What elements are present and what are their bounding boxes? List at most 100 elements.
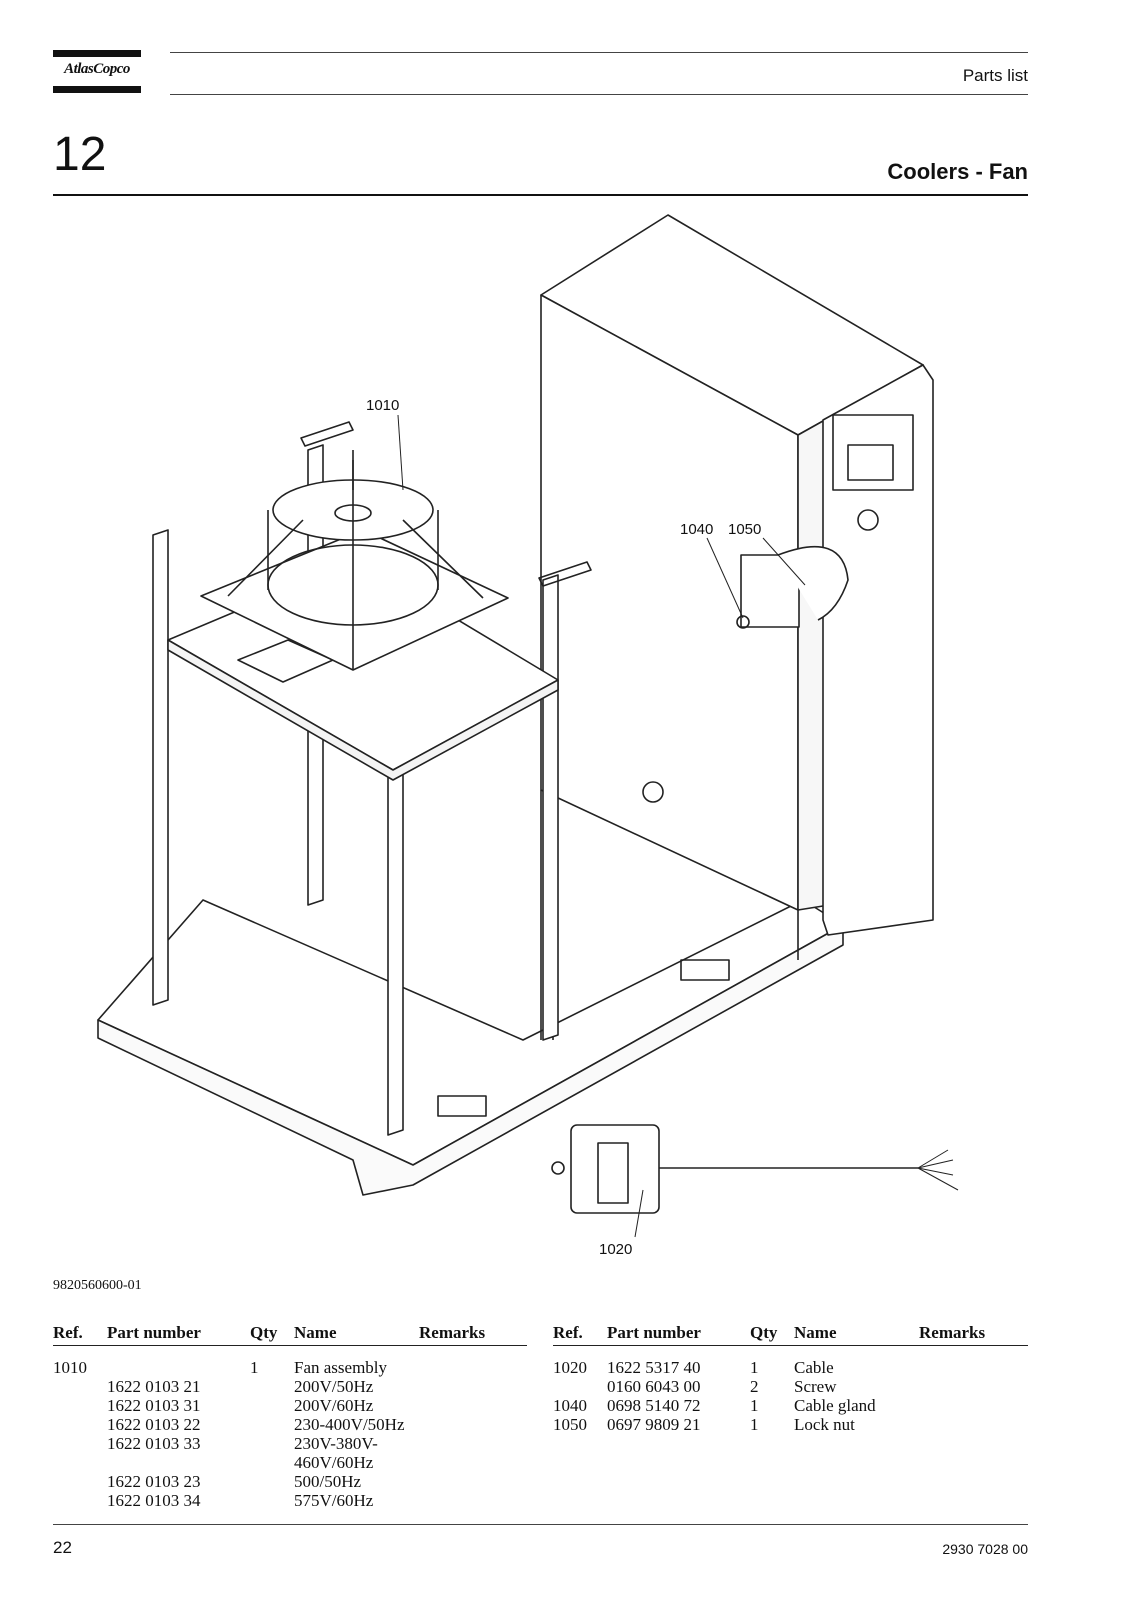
cell-ref <box>53 1472 107 1491</box>
doc-type-label: Parts list <box>962 66 1028 85</box>
cell-part-number: 1622 0103 34 <box>107 1491 201 1510</box>
cell-remarks <box>919 1358 1028 1377</box>
cell-name: Cable <box>794 1358 834 1377</box>
cell-ref: 1040 <box>553 1396 587 1415</box>
footer-rule <box>53 1524 1028 1525</box>
cell-remarks <box>419 1434 527 1472</box>
fan-assembly <box>200 450 509 671</box>
cell-name: Screw <box>794 1377 837 1396</box>
cell-qty <box>250 1434 294 1472</box>
cell-remarks <box>919 1377 1028 1396</box>
table-row: 1020 1622 5317 40 1 Cable <box>553 1358 1028 1377</box>
col-ref: Ref. <box>53 1323 107 1346</box>
junction-box-detail <box>551 1124 959 1214</box>
document-number: 2930 7028 00 <box>942 1541 1028 1557</box>
cell-qty: 1 <box>250 1358 259 1377</box>
logo-top-bar <box>53 50 141 57</box>
logo-wordmark: AtlasCopco <box>64 61 130 77</box>
header-rule-bottom <box>170 94 1028 95</box>
cell-qty <box>250 1377 294 1396</box>
cell-name: 575V/60Hz <box>294 1491 374 1510</box>
callout-1040: 1040 <box>680 521 713 538</box>
cell-name: Lock nut <box>794 1415 855 1434</box>
cell-name: 200V/60Hz <box>294 1396 374 1415</box>
cell-name: 200V/50Hz <box>294 1377 374 1396</box>
cell-qty <box>250 1396 294 1415</box>
col-part-number: Part number <box>107 1323 250 1346</box>
cell-ref: 1020 <box>553 1358 587 1377</box>
table-row: 1622 0103 33 230V-380V-460V/60Hz <box>53 1434 527 1472</box>
table-row: 1040 0698 5140 72 1 Cable gland <box>553 1396 1028 1415</box>
table-spacer-row <box>53 1346 527 1359</box>
col-remarks: Remarks <box>919 1323 1028 1346</box>
cell-remarks <box>419 1472 527 1491</box>
callout-1010: 1010 <box>366 397 399 414</box>
logo-bottom-bar <box>53 86 141 93</box>
cell-qty: 1 <box>750 1415 759 1434</box>
cell-part-number: 1622 0103 23 <box>107 1472 201 1491</box>
cell-part-number <box>107 1358 250 1377</box>
cell-remarks <box>419 1396 527 1415</box>
section-number: 12 <box>53 128 107 181</box>
callout-1050: 1050 <box>728 521 761 538</box>
col-qty: Qty <box>250 1323 294 1346</box>
cell-ref <box>553 1377 607 1396</box>
cell-remarks <box>419 1415 527 1434</box>
table-row: 1622 0103 21 200V/50Hz <box>53 1377 527 1396</box>
cell-part-number: 0697 9809 21 <box>607 1415 701 1434</box>
section-rule <box>53 194 1028 196</box>
cell-part-number: 1622 5317 40 <box>607 1358 701 1377</box>
cell-ref: 1010 <box>53 1358 87 1377</box>
cell-name: 500/50Hz <box>294 1472 362 1491</box>
base-plate <box>97 899 844 1196</box>
header-rule-top <box>170 52 1028 53</box>
cell-part-number: 1622 0103 33 <box>107 1434 201 1453</box>
cell-part-number: 1622 0103 21 <box>107 1377 201 1396</box>
col-ref: Ref. <box>553 1323 607 1346</box>
cell-remarks <box>419 1377 527 1396</box>
cell-qty <box>250 1472 294 1491</box>
exploded-parts-drawing: 1010 1040 1050 1020 <box>97 214 959 1258</box>
leader-lines <box>397 414 806 1238</box>
callout-1020: 1020 <box>599 1241 632 1258</box>
col-name: Name <box>294 1323 419 1346</box>
cell-ref: 1050 <box>553 1415 587 1434</box>
col-name: Name <box>794 1323 919 1346</box>
cell-ref <box>53 1377 107 1396</box>
cell-remarks <box>419 1491 527 1510</box>
cell-qty: 1 <box>750 1358 759 1377</box>
page-number: 22 <box>53 1538 72 1557</box>
cell-ref <box>53 1491 107 1510</box>
table-row: 1622 0103 22 230-400V/50Hz <box>53 1415 527 1434</box>
col-remarks: Remarks <box>419 1323 527 1346</box>
cell-name: 230V-380V-460V/60Hz <box>294 1434 378 1472</box>
cell-qty <box>250 1415 294 1434</box>
cell-remarks <box>919 1396 1028 1415</box>
cell-name: Cable gland <box>794 1396 876 1415</box>
cell-qty <box>250 1491 294 1510</box>
parts-table-right: Ref. Part number Qty Name Remarks 1020 16… <box>553 1323 1028 1434</box>
cell-part-number: 0698 5140 72 <box>607 1396 701 1415</box>
section-title: Coolers - Fan <box>887 159 1028 184</box>
table-row: 1622 0103 34 575V/60Hz <box>53 1491 527 1510</box>
cell-qty: 1 <box>750 1396 759 1415</box>
cell-part-number: 1622 0103 31 <box>107 1396 201 1415</box>
cell-remarks <box>919 1415 1028 1434</box>
cell-part-number: 1622 0103 22 <box>107 1415 201 1434</box>
table-header-row: Ref. Part number Qty Name Remarks <box>53 1323 527 1346</box>
atlas-copco-logo: AtlasCopco <box>53 50 141 94</box>
table-row: 1050 0697 9809 21 1 Lock nut <box>553 1415 1028 1434</box>
cell-name: 230-400V/50Hz <box>294 1415 405 1434</box>
cell-remarks <box>419 1358 527 1377</box>
drawing-id: 9820560600-01 <box>53 1278 142 1293</box>
cell-ref <box>53 1396 107 1415</box>
cell-ref <box>53 1415 107 1434</box>
table-header-row: Ref. Part number Qty Name Remarks <box>553 1323 1028 1346</box>
cell-qty: 2 <box>750 1377 759 1396</box>
table-spacer-row <box>553 1346 1028 1359</box>
table-row: 1622 0103 31 200V/60Hz <box>53 1396 527 1415</box>
control-cabinet <box>540 214 934 936</box>
table-row: 1622 0103 23 500/50Hz <box>53 1472 527 1491</box>
